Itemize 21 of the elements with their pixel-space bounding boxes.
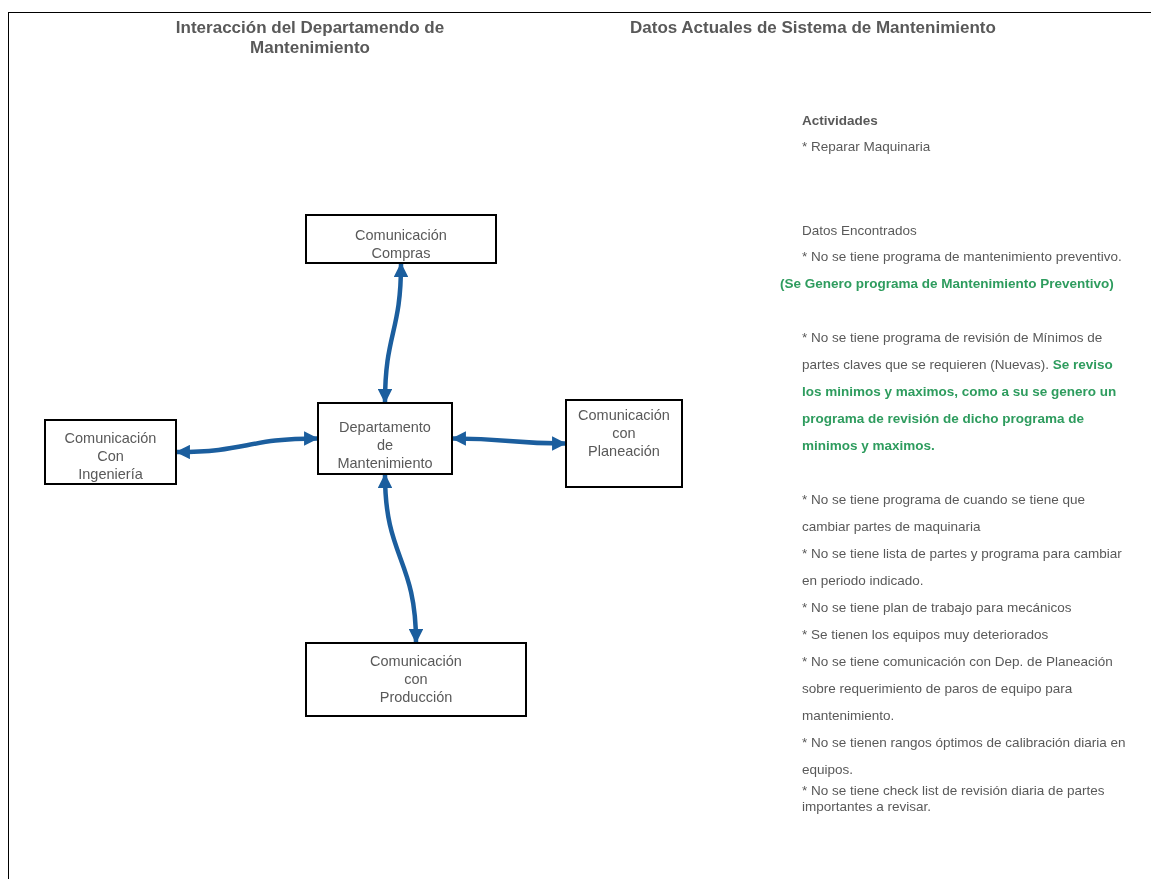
- communication-box: Comunicación Compras: [305, 214, 497, 264]
- section-heading: Datos Actuales de Sistema de Mantenimiento: [630, 18, 997, 38]
- double-arrow: [378, 262, 408, 404]
- finding-item: * No se tiene programa de cuando se tiene que cambiar partes de maquinaria: [802, 491, 1086, 536]
- activity-item: * Reparar Maquinaria: [802, 138, 932, 156]
- communication-box: Comunicación Con Ingeniería: [44, 419, 177, 485]
- subheading: Datos Encontrados: [802, 222, 918, 240]
- double-arrow: [378, 473, 423, 644]
- finding-item: * No se tiene comunicación con Dep. de Planeación sobre requerimiento de paros de equipo para mantenimiento.: [802, 653, 1114, 725]
- department-box: Departamento de Mantenimiento: [317, 402, 453, 475]
- diagram-title: Interacción del Departamendo de Mantenimiento: [174, 18, 446, 58]
- finding-item: * No se tiene lista de partes y programa para cambiar en periodo indicado.: [802, 545, 1123, 590]
- subheading: Actividades: [802, 112, 879, 130]
- finding-item: * No se tiene check list de revisión diaria de partes importantes a revisar.: [802, 783, 1106, 815]
- finding-item: * No se tiene programa de mantenimiento preventivo. (Se Genero programa de Mantenimiento Preventivo): [780, 248, 1123, 293]
- finding-item: * No se tiene plan de trabajo para mecánicos: [802, 599, 1073, 617]
- finding-item: * No se tiene programa de revisión de Mínimos de partes claves que se requieren (Nuevas). Se reviso los minimos y maximos, como a su se genero un programa de revisión de dicho programa de minimos y maximos.: [802, 329, 1118, 455]
- finding-item: * No se tienen rangos óptimos de calibración diaria en equipos.: [802, 734, 1127, 779]
- communication-box: Comunicación con Producción: [305, 642, 527, 717]
- communication-box: Comunicación con Planeación: [565, 399, 683, 488]
- finding-item: * Se tienen los equipos muy deteriorados: [802, 626, 1050, 644]
